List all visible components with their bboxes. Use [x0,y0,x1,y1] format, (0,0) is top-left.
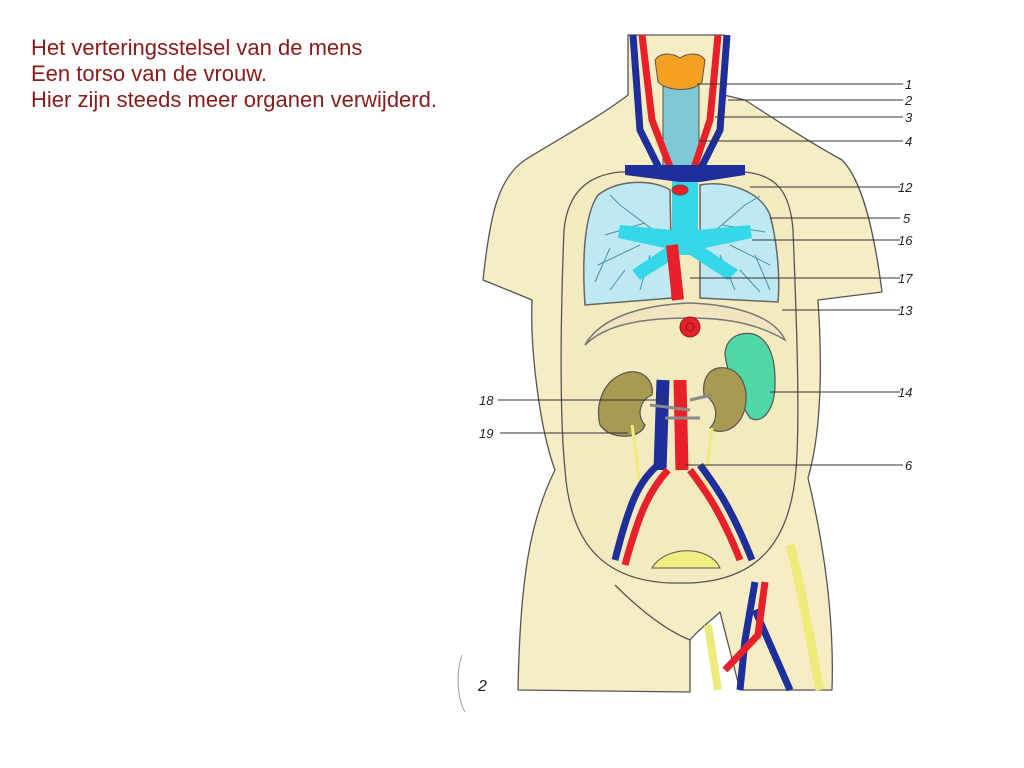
femoral-nerve [785,543,825,691]
inferior-vena-cava [653,379,670,471]
label-17: 17 [898,271,913,286]
label-6: 6 [905,458,913,473]
bladder [651,550,721,569]
figure-number: 2 [477,678,487,695]
label-14: 14 [898,385,912,400]
title-line-2: Een torso van de vrouw. [31,60,268,86]
groin-line [614,584,691,641]
label-12: 12 [898,180,913,195]
label-18: 18 [479,393,494,408]
label-16: 16 [898,233,913,248]
spleen [724,332,776,421]
iliac-artery-left [621,467,671,566]
thyroid [654,53,706,90]
iliac-vessels-left [611,462,661,561]
title-line-3: Hier zijn steeds meer organen verwijderd… [31,86,437,112]
leader-lines [498,83,903,466]
trachea-bronchi [618,180,752,280]
label-5: 5 [903,211,911,226]
slide-title: Het verteringsstelsel van de mens Een to… [31,35,437,113]
aortic-arch [671,184,689,196]
superior-vena-cava [625,165,745,182]
abdominal-aorta [673,379,689,471]
label-3: 3 [905,110,913,125]
thoracic-aorta [666,244,684,301]
left-ureter [630,424,642,486]
page-curl-mark [457,654,466,713]
right-carotid-artery [686,34,722,182]
iliac-vessels-right [697,462,756,562]
label-2: 2 [904,93,913,108]
left-lung [583,181,673,306]
left-carotid-artery [638,34,679,182]
femoral-artery [722,581,769,673]
saphenous-strip [704,624,722,691]
diaphragm [584,302,787,346]
iliac-artery-right [687,467,744,562]
oesophagus-section [679,316,701,338]
label-19: 19 [479,426,493,441]
label-1: 1 [905,77,912,92]
label-4: 4 [905,134,912,149]
label-13: 13 [898,303,913,318]
left-jugular-vein [629,34,664,172]
renal-vessels [649,393,713,420]
title-line-1: Het verteringsstelsel van de mens [31,35,363,60]
right-jugular-vein [696,34,731,172]
left-kidney [598,371,653,437]
right-kidney [703,367,747,432]
